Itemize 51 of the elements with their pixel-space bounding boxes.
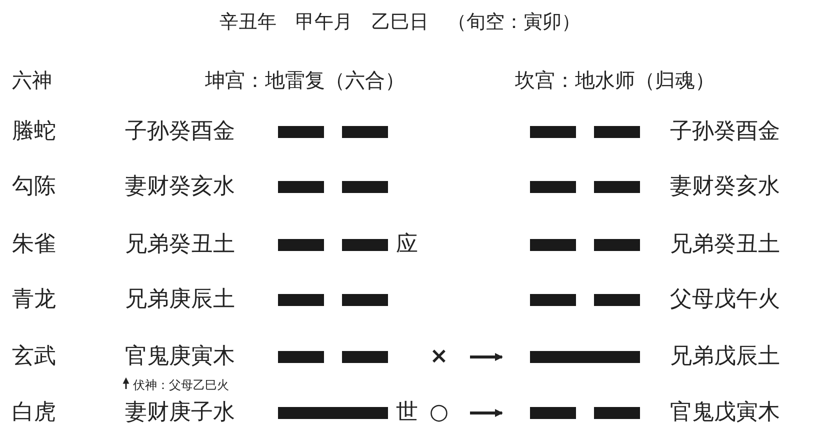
- title: 辛丑年 甲午月 乙巳日 （旬空：寅卯）: [220, 12, 580, 32]
- line-bar: [530, 294, 576, 306]
- moving-line-mark: ×: [428, 345, 450, 369]
- line-bar: [278, 239, 324, 251]
- change-arrow: [470, 409, 503, 417]
- line-bar: [594, 181, 640, 193]
- line-label: 兄弟癸丑土: [125, 234, 235, 256]
- line-bar: [342, 239, 388, 251]
- line-label: 兄弟癸丑土: [670, 234, 780, 256]
- line-bar: [278, 407, 388, 419]
- spirit-label: 青龙: [12, 289, 56, 311]
- line-bar: [342, 126, 388, 138]
- line-label: 父母戊午火: [670, 289, 780, 311]
- position-mark: 应: [396, 234, 418, 256]
- line-bar: [530, 126, 576, 138]
- column-heading: 六神: [12, 70, 52, 90]
- spirit-label: 朱雀: [12, 234, 56, 256]
- moving-line-mark: ○: [428, 401, 450, 425]
- line-bar: [278, 351, 324, 363]
- line-label: 官鬼戊寅木: [670, 402, 780, 424]
- line-label: 兄弟庚辰土: [125, 289, 235, 311]
- line-bar: [530, 239, 576, 251]
- line-label: 妻财癸亥水: [125, 176, 235, 198]
- line-label: 子孙癸酉金: [670, 121, 780, 143]
- spirit-label: 白虎: [12, 402, 56, 424]
- line-bar: [594, 126, 640, 138]
- line-label: 妻财庚子水: [125, 402, 235, 424]
- line-bar: [594, 294, 640, 306]
- line-bar: [530, 407, 576, 419]
- line-bar: [342, 351, 388, 363]
- line-label: 子孙癸酉金: [125, 121, 235, 143]
- line-bar: [278, 181, 324, 193]
- change-arrow: [470, 353, 503, 361]
- line-bar: [342, 181, 388, 193]
- line-bar: [530, 351, 640, 363]
- position-mark: 世: [396, 402, 418, 424]
- line-bar: [530, 181, 576, 193]
- spirit-label: 玄武: [12, 346, 56, 368]
- hexagram-heading: 坤宫：地雷复（六合）: [205, 70, 405, 90]
- hexagram-heading: 坎宫：地水师（归魂）: [515, 70, 715, 90]
- line-label: 官鬼庚寅木: [125, 346, 235, 368]
- line-bar: [594, 239, 640, 251]
- spirit-label: 螣蛇: [12, 121, 56, 143]
- line-bar: [342, 294, 388, 306]
- line-bar: [278, 294, 324, 306]
- line-label: 兄弟戊辰土: [670, 346, 780, 368]
- hidden-line-note: 伏神：父母乙巳火: [133, 379, 229, 391]
- spirit-label: 勾陈: [12, 176, 56, 198]
- line-bar: [594, 407, 640, 419]
- line-bar: [278, 126, 324, 138]
- line-label: 妻财癸亥水: [670, 176, 780, 198]
